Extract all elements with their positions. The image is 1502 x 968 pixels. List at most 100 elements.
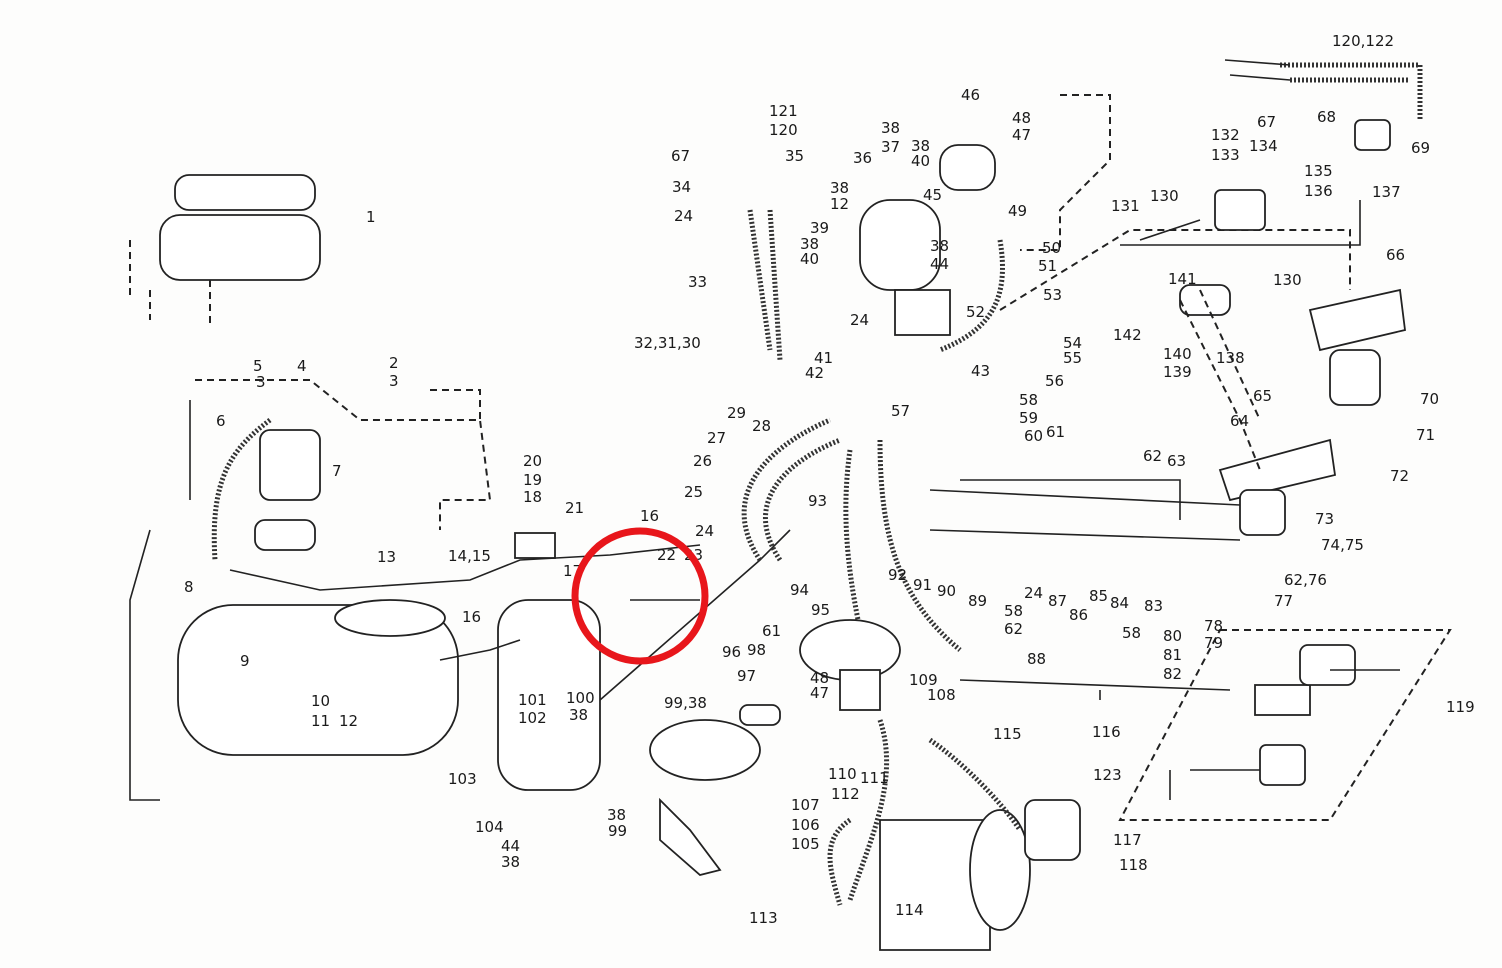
callout-label: 62,76	[1284, 571, 1327, 589]
callout-label: 36	[853, 149, 872, 167]
callout-label: 89	[968, 592, 987, 610]
callout-label: 95	[811, 601, 830, 619]
callout-label: 107	[791, 796, 820, 814]
callout-label: 9	[240, 652, 250, 670]
callout-label: 97	[737, 667, 756, 685]
callout-label: 38	[569, 706, 588, 724]
callout-label: 108	[927, 686, 956, 704]
callout-label: 48	[810, 669, 829, 687]
callout-label: 120	[769, 121, 798, 139]
callout-label: 40	[911, 152, 930, 170]
callout-label: 67	[671, 147, 690, 165]
callout-label: 52	[966, 303, 985, 321]
callout-label: 83	[1144, 597, 1163, 615]
relay-valve	[894, 289, 951, 336]
callout-label: 109	[909, 671, 938, 689]
callout-label: 117	[1113, 831, 1142, 849]
callout-label: 64	[1230, 412, 1249, 430]
callout-label: 38	[911, 137, 930, 155]
callout-label: 73	[1315, 510, 1334, 528]
callout-label: 86	[1069, 606, 1088, 624]
callout-label: 6	[216, 412, 226, 430]
callout-label: 136	[1304, 182, 1333, 200]
callout-label: 47	[810, 684, 829, 702]
callout-label: 38	[930, 237, 949, 255]
callout-label: 14,15	[448, 547, 491, 565]
callout-label: 24	[850, 311, 869, 329]
compressor	[259, 429, 321, 501]
callout-label: 41	[814, 349, 833, 367]
callout-label: 34	[672, 178, 691, 196]
callout-label: 58	[1019, 391, 1038, 409]
callout-label: 48	[1012, 109, 1031, 127]
callout-label: 130	[1150, 187, 1179, 205]
callout-label: 8	[184, 578, 194, 596]
callout-label: 138	[1216, 349, 1245, 367]
callout-label: 39	[810, 219, 829, 237]
callout-label: 54	[1063, 334, 1082, 352]
callout-label: 70	[1420, 390, 1439, 408]
callout-label: 98	[747, 641, 766, 659]
callout-label: 44	[930, 255, 949, 273]
trailer-valve	[1254, 684, 1311, 716]
callout-label: 38	[881, 119, 900, 137]
callout-label: 42	[805, 364, 824, 382]
callout-label: 51	[1038, 257, 1057, 275]
callout-label: 56	[1045, 372, 1064, 390]
callout-label: 68	[1317, 108, 1336, 126]
valve-block	[514, 532, 556, 559]
callout-label: 12	[830, 195, 849, 213]
callout-label: 116	[1092, 723, 1121, 741]
muffler	[174, 174, 316, 211]
callout-label: 37	[881, 138, 900, 156]
callout-label: 57	[891, 402, 910, 420]
callout-label: 2	[389, 354, 399, 372]
callout-label: 140	[1163, 345, 1192, 363]
callout-label: 84	[1110, 594, 1129, 612]
callout-label: 38	[830, 179, 849, 197]
callout-label: 46	[961, 86, 980, 104]
drawing	[129, 59, 1452, 951]
callout-label: 47	[1012, 126, 1031, 144]
callout-label: 77	[1274, 592, 1293, 610]
callout-label: 45	[923, 186, 942, 204]
callout-label: 94	[790, 581, 809, 599]
callout-label: 106	[791, 816, 820, 834]
callout-label: 111	[860, 769, 889, 787]
callout-label: 53	[1043, 286, 1062, 304]
callout-label: 130	[1273, 271, 1302, 289]
callout-label: 62	[1143, 447, 1162, 465]
callout-label: 99	[608, 822, 627, 840]
callout-label: 35	[785, 147, 804, 165]
callout-label: 66	[1386, 246, 1405, 264]
callout-label: 38	[607, 806, 626, 824]
callout-label: 120,122	[1332, 32, 1394, 50]
callout-label: 55	[1063, 349, 1082, 367]
callout-label: 21	[565, 499, 584, 517]
callout-label: 11	[311, 712, 330, 730]
callout-label: 112	[831, 785, 860, 803]
callout-label: 12	[339, 712, 358, 730]
callout-label: 63	[1167, 452, 1186, 470]
callout-label: 20	[523, 452, 542, 470]
callout-label: 137	[1372, 183, 1401, 201]
callout-label: 61	[762, 622, 781, 640]
callout-label: 118	[1119, 856, 1148, 874]
callout-label: 101	[518, 691, 547, 709]
air-cleaner	[159, 214, 321, 281]
callout-label: 61	[1046, 423, 1065, 441]
callout-label: 32,31,30	[634, 334, 701, 352]
callout-label: 91	[913, 576, 932, 594]
callout-label: 25	[684, 483, 703, 501]
callout-label: 50	[1042, 239, 1061, 257]
callout-label: 72	[1390, 467, 1409, 485]
callout-label: 27	[707, 429, 726, 447]
callout-label: 24	[695, 522, 714, 540]
callout-label: 16	[462, 608, 481, 626]
highlight-circle	[571, 527, 709, 665]
callout-label: 81	[1163, 646, 1182, 664]
brake-valve	[1214, 189, 1266, 231]
callout-label: 79	[1204, 634, 1223, 652]
